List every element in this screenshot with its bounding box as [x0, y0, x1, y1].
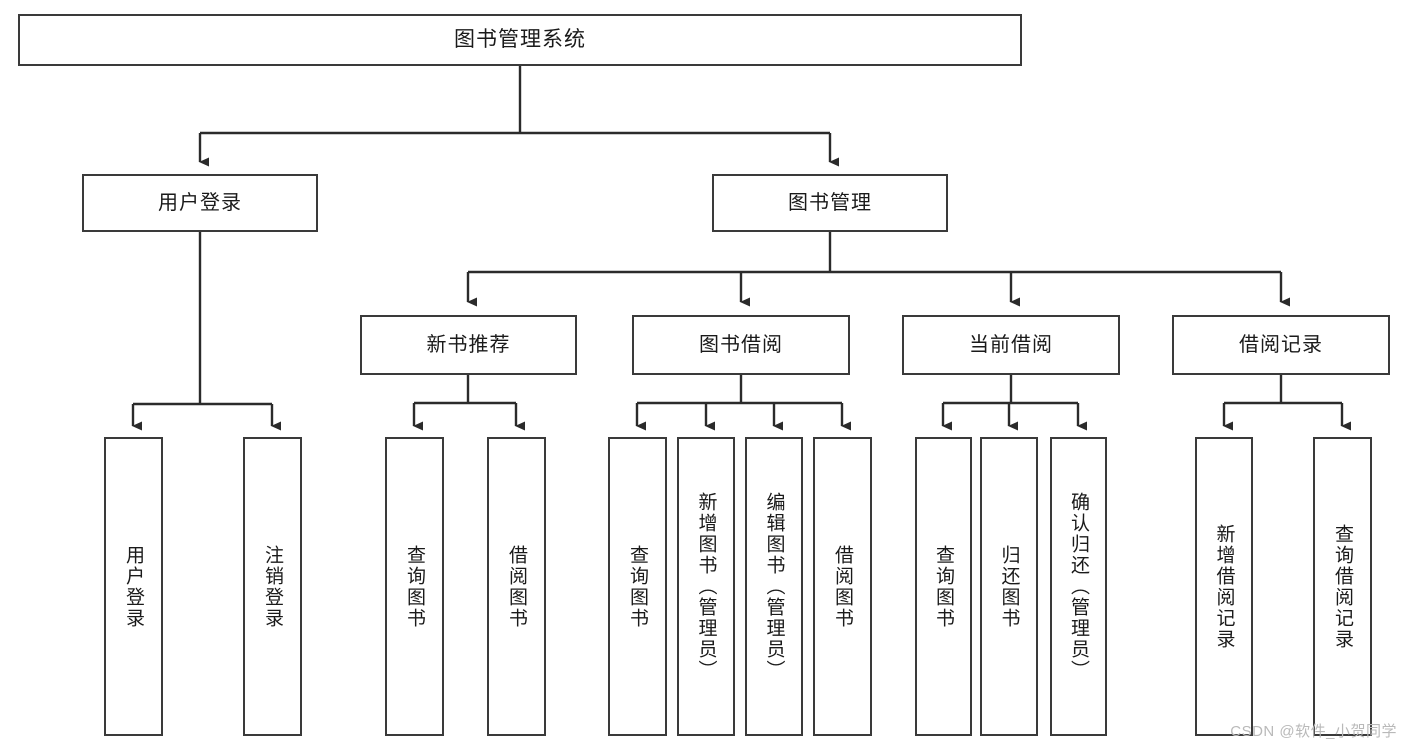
leaf-edit-book[interactable]: 编辑图书（管理员）: [745, 437, 803, 736]
leaf-query-book-2[interactable]: 查询图书: [608, 437, 667, 736]
leaf-logout-label: 注销登录: [262, 544, 284, 629]
node-book-manage-label: 图书管理: [788, 192, 872, 214]
node-root-system[interactable]: 图书管理系统: [18, 14, 1022, 66]
leaf-confirm-return-label: 确认归还（管理员）: [1068, 492, 1090, 681]
leaf-user-login[interactable]: 用户登录: [104, 437, 163, 736]
leaf-query-book-2-label: 查询图书: [627, 544, 649, 629]
leaf-logout[interactable]: 注销登录: [243, 437, 302, 736]
node-new-book-recommend[interactable]: 新书推荐: [360, 315, 577, 375]
leaf-query-record-label: 查询借阅记录: [1332, 523, 1354, 650]
leaf-user-login-label: 用户登录: [123, 544, 145, 629]
leaf-query-record[interactable]: 查询借阅记录: [1313, 437, 1372, 736]
leaf-query-book-3-label: 查询图书: [933, 544, 955, 629]
leaf-query-book-3[interactable]: 查询图书: [915, 437, 972, 736]
watermark-text: CSDN @软件_小贺同学: [1230, 723, 1397, 740]
node-current-borrow[interactable]: 当前借阅: [902, 315, 1120, 375]
node-user-login[interactable]: 用户登录: [82, 174, 318, 232]
leaf-add-record-label: 新增借阅记录: [1213, 523, 1235, 650]
leaf-borrow-book-1[interactable]: 借阅图书: [487, 437, 546, 736]
node-book-manage[interactable]: 图书管理: [712, 174, 948, 232]
leaf-borrow-book-1-label: 借阅图书: [506, 544, 528, 629]
leaf-return-book-label: 归还图书: [998, 544, 1020, 629]
node-root-label: 图书管理系统: [454, 28, 586, 52]
node-new-book-recommend-label: 新书推荐: [426, 334, 511, 356]
leaf-borrow-book-2-label: 借阅图书: [832, 544, 854, 629]
node-user-login-label: 用户登录: [158, 192, 242, 214]
leaf-add-record[interactable]: 新增借阅记录: [1195, 437, 1253, 736]
node-current-borrow-label: 当前借阅: [969, 334, 1053, 356]
leaf-return-book[interactable]: 归还图书: [980, 437, 1038, 736]
leaf-borrow-book-2[interactable]: 借阅图书: [813, 437, 872, 736]
node-book-borrow[interactable]: 图书借阅: [632, 315, 850, 375]
leaf-add-book-label: 新增图书（管理员）: [695, 492, 717, 681]
node-borrow-record-label: 借阅记录: [1239, 334, 1323, 356]
leaf-edit-book-label: 编辑图书（管理员）: [763, 492, 785, 681]
node-book-borrow-label: 图书借阅: [699, 334, 783, 356]
leaf-query-book-1[interactable]: 查询图书: [385, 437, 444, 736]
leaf-query-book-1-label: 查询图书: [404, 544, 426, 629]
node-borrow-record[interactable]: 借阅记录: [1172, 315, 1390, 375]
leaf-add-book[interactable]: 新增图书（管理员）: [677, 437, 735, 736]
leaf-confirm-return[interactable]: 确认归还（管理员）: [1050, 437, 1107, 736]
